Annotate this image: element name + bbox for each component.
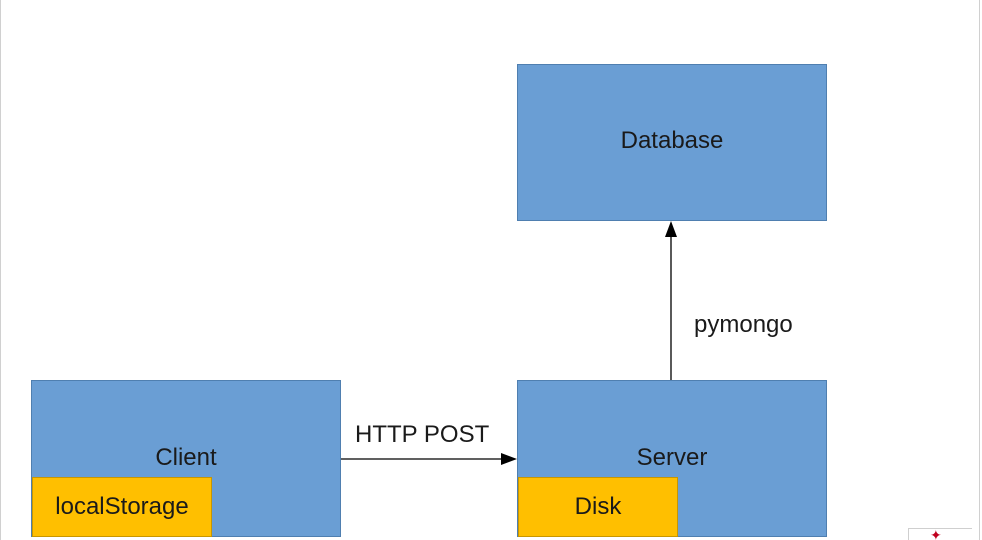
client-label: Client <box>155 444 217 471</box>
database-node: Database <box>517 64 827 221</box>
http-post-arrowhead <box>501 453 517 465</box>
localstorage-box: localStorage <box>32 477 212 537</box>
frame-border-right <box>979 0 980 540</box>
server-label: Server <box>636 444 708 471</box>
pymongo-arrowhead <box>665 221 677 237</box>
database-label: Database <box>620 127 724 154</box>
pymongo-label: pymongo <box>694 311 793 338</box>
frame-border-left <box>0 0 1 540</box>
star-icon: ✦ <box>930 527 942 540</box>
server-node: Server Disk <box>517 380 827 537</box>
http-post-label: HTTP POST <box>355 421 490 448</box>
disk-box: Disk <box>518 477 678 537</box>
client-node: Client localStorage <box>31 380 341 537</box>
corner-widget[interactable] <box>908 528 972 540</box>
